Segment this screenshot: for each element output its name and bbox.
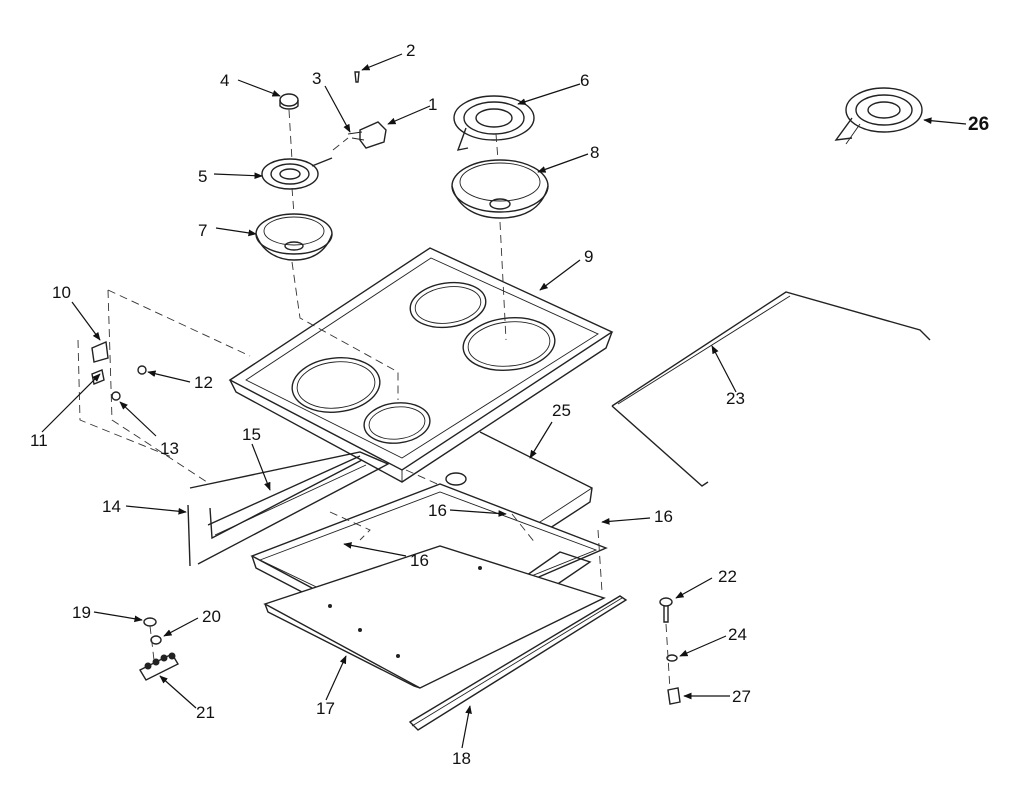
label-part-25: 25 — [552, 401, 571, 420]
bottom-pan — [263, 545, 606, 689]
label-part-11: 11 — [30, 431, 48, 450]
label-part-12: 12 — [194, 373, 213, 392]
part-number-labels: 1 2 3 4 5 6 7 8 9 10 11 12 13 14 15 16 1… — [30, 41, 989, 768]
label-part-2: 2 — [406, 41, 415, 60]
label-part-21: 21 — [196, 703, 215, 722]
large-drip-pan — [451, 159, 549, 219]
label-part-5: 5 — [198, 167, 207, 186]
small-surface-element — [261, 157, 333, 190]
label-part-16-middle: 16 — [410, 551, 429, 570]
label-part-27: 27 — [732, 687, 751, 706]
label-part-18: 18 — [452, 749, 471, 768]
label-part-20: 20 — [202, 607, 221, 626]
label-part-24: 24 — [728, 625, 747, 644]
label-part-8: 8 — [590, 143, 599, 162]
label-part-22: 22 — [718, 567, 737, 586]
label-part-1: 1 — [428, 95, 437, 114]
label-part-15: 15 — [242, 425, 261, 444]
small-hardware — [279, 71, 387, 149]
replacement-element-icon — [834, 87, 923, 145]
label-part-17: 17 — [316, 699, 335, 718]
label-part-16-right: 16 — [654, 507, 673, 526]
label-part-9: 9 — [584, 247, 593, 266]
label-part-10: 10 — [52, 283, 71, 302]
label-part-19: 19 — [72, 603, 91, 622]
label-part-23: 23 — [726, 389, 745, 408]
label-part-7: 7 — [198, 221, 207, 240]
leader-arrows — [41, 53, 967, 749]
leveling-hardware — [659, 597, 681, 705]
front-trim-strip — [408, 595, 628, 731]
terminal-block — [139, 617, 179, 681]
label-part-13: 13 — [160, 439, 179, 458]
assembly-dash-lines — [77, 109, 671, 691]
front-control-rail — [187, 451, 390, 567]
label-part-6: 6 — [580, 71, 589, 90]
large-surface-element — [453, 95, 535, 151]
label-part-3: 3 — [312, 69, 321, 88]
label-part-14: 14 — [102, 497, 121, 516]
label-part-16-top: 16 — [428, 501, 447, 520]
label-part-26: 26 — [968, 114, 989, 135]
support-rod — [611, 291, 931, 487]
small-drip-pan — [255, 213, 333, 261]
label-part-4: 4 — [220, 71, 229, 90]
hinge-bracket — [91, 340, 147, 401]
cooktop-main-top — [228, 247, 614, 483]
